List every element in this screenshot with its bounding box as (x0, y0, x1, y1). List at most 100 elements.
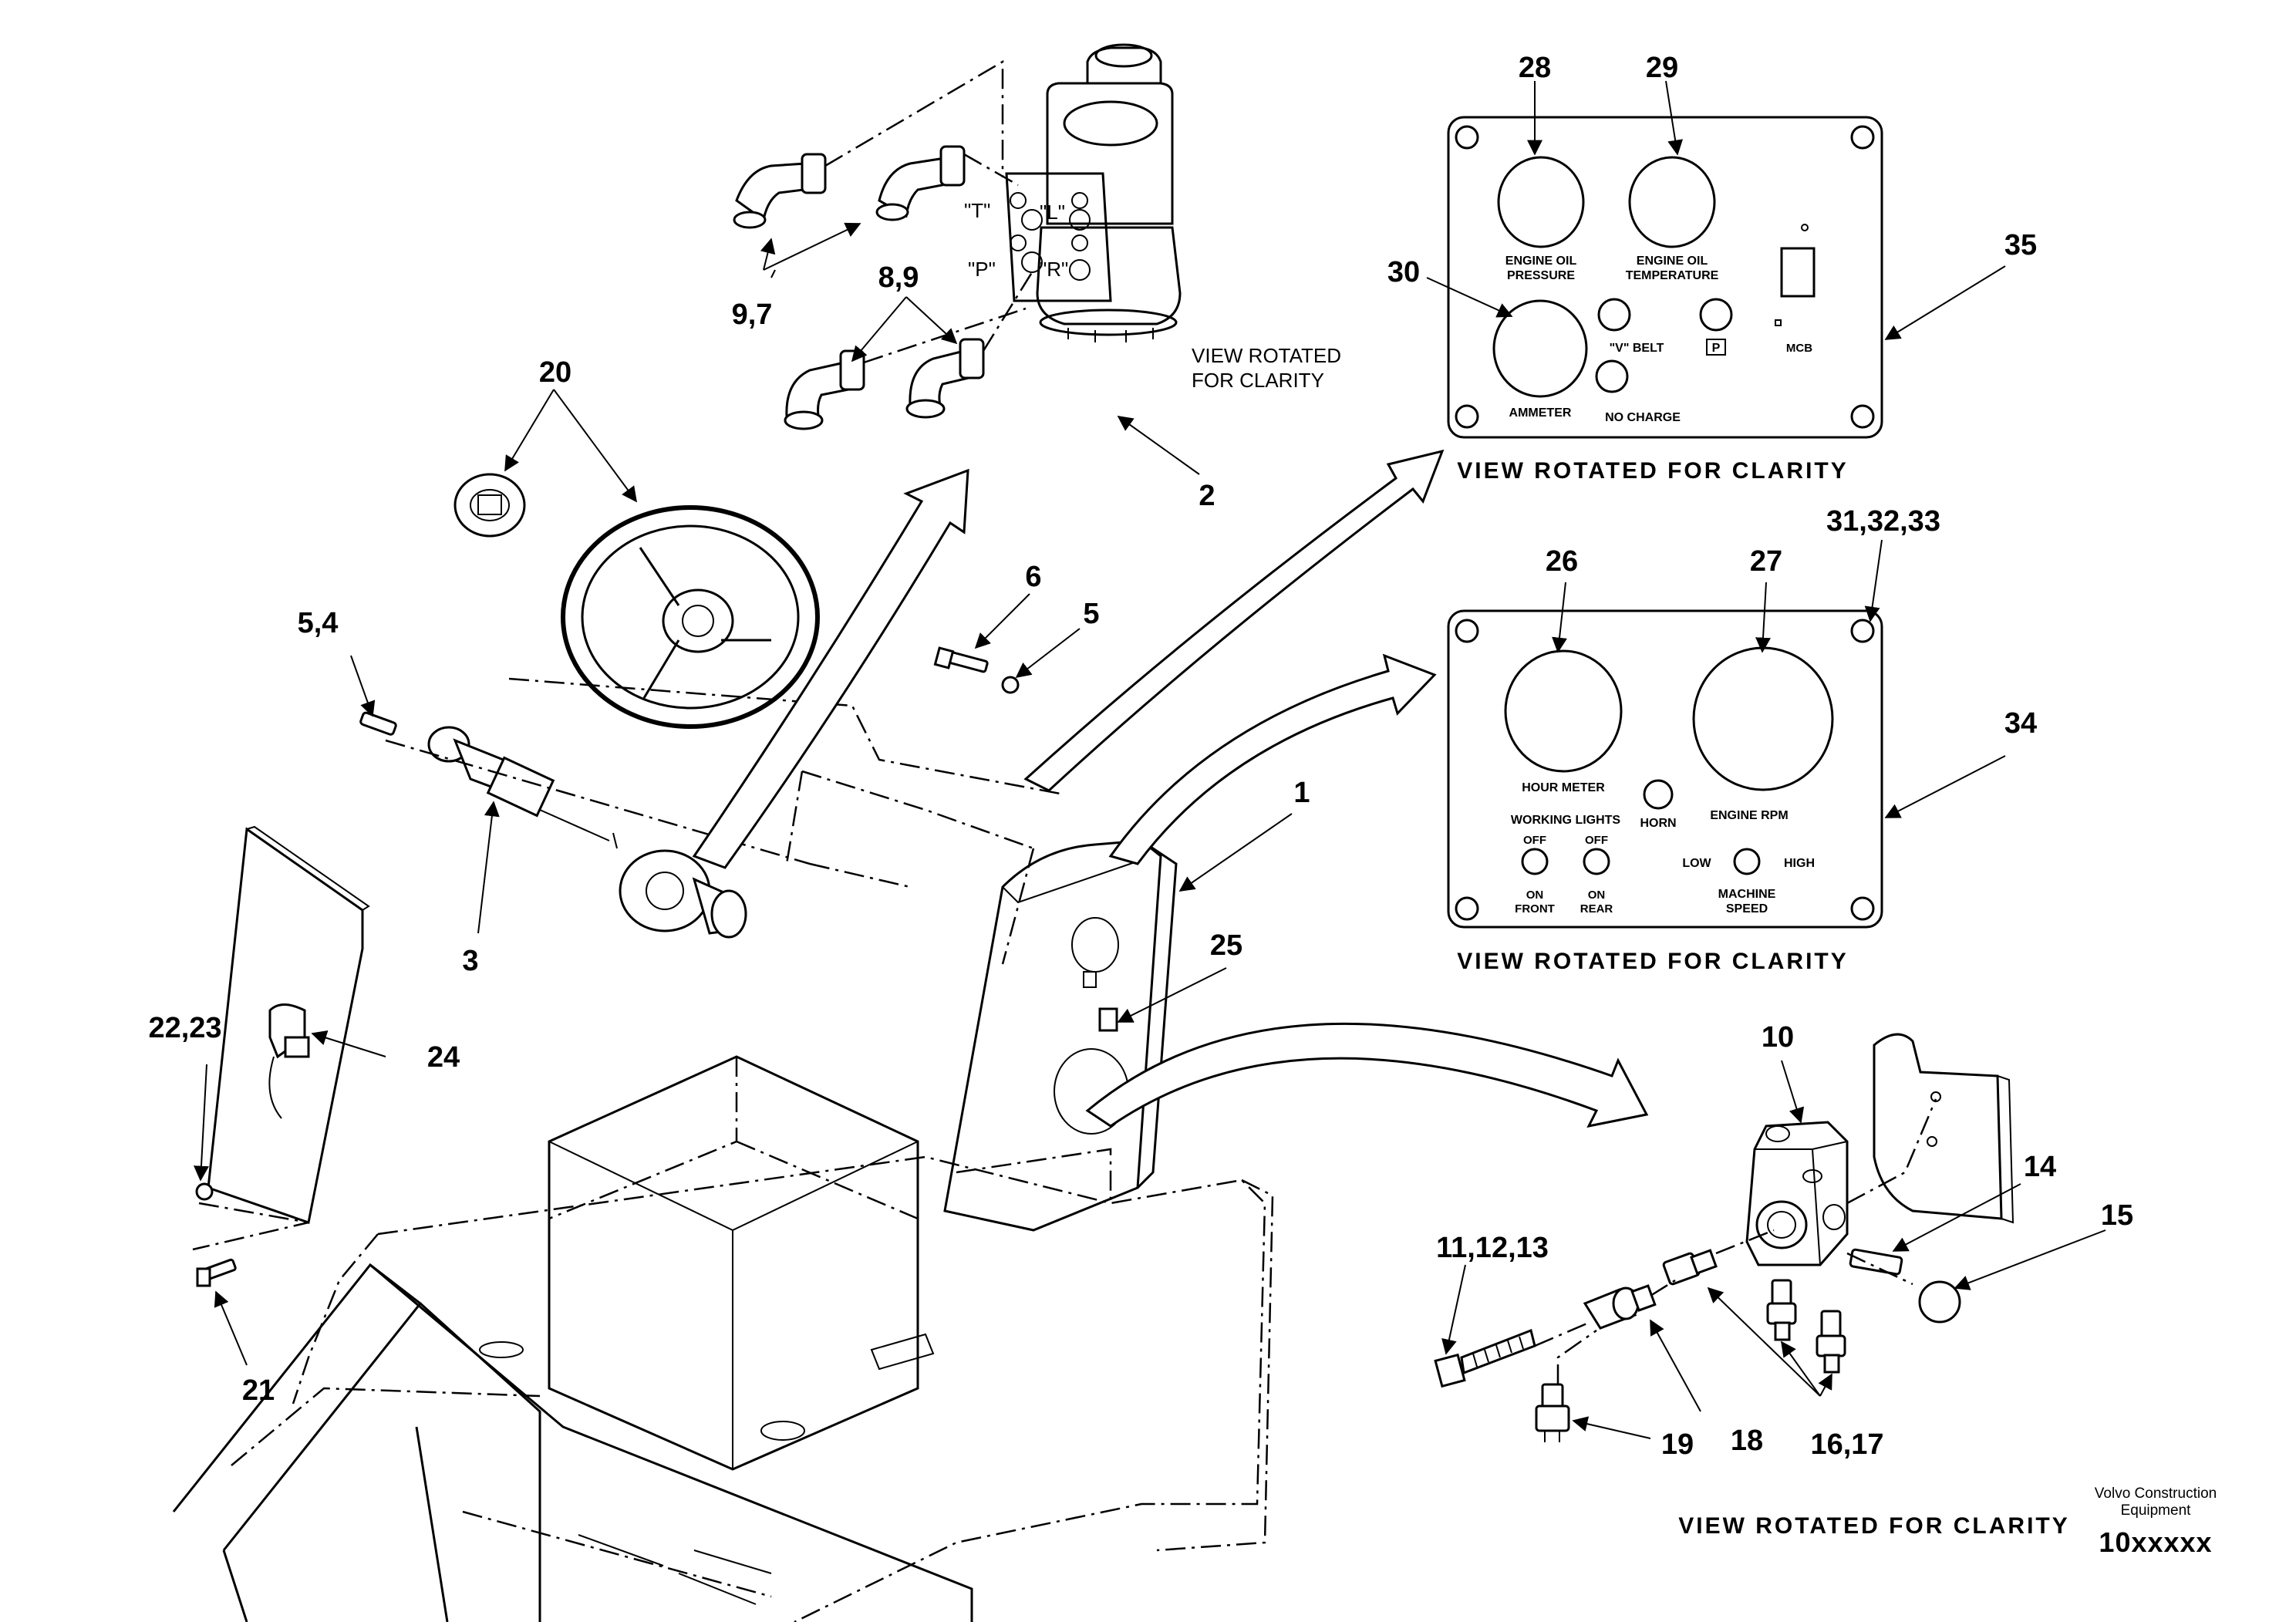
park-indicator (1699, 298, 1733, 332)
callout-11-12-13: 11,12,13 (1436, 1232, 1549, 1264)
tee-fitting-18 (1583, 1284, 1657, 1330)
port-label-p: "P" (968, 258, 996, 281)
console-pedestal (943, 839, 1178, 1232)
panel-top-caption: VIEW ROTATED FOR CLARITY (1457, 458, 1849, 484)
side-plate (195, 825, 370, 1224)
leader-lines (193, 80, 2106, 1439)
v-belt-indicator (1597, 298, 1631, 332)
fitting-16-17-b (1766, 1279, 1797, 1341)
callout-2: 2 (1199, 480, 1215, 512)
view-note-line2: FOR CLARITY (1192, 369, 1324, 392)
instrument-panel-top (1447, 116, 1883, 439)
gauge-label-engine-oil: ENGINE OIL (1505, 255, 1577, 268)
callout-19: 19 (1661, 1428, 1694, 1461)
callout-9-7: 9,7 (732, 298, 773, 331)
no-charge-indicator (1595, 359, 1629, 393)
ammeter-gauge (1492, 299, 1588, 398)
label-machine: MACHINE (1718, 888, 1776, 901)
bolt-5-4 (359, 711, 397, 736)
brand-name-line1: Volvo Construction (2095, 1485, 2217, 1502)
switch-label-mcb: MCB (1786, 342, 1812, 355)
port-label-t: "T" (964, 199, 990, 222)
instrument-panel-bottom (1447, 609, 1883, 929)
gauge-label-engine-rpm: ENGINE RPM (1710, 809, 1788, 822)
label-on-front-2: FRONT (1515, 902, 1555, 916)
curved-arrow-to-top-panel (1023, 449, 1445, 792)
port-label-r: "R" (1040, 258, 1068, 281)
callout-21: 21 (242, 1374, 275, 1407)
callout-18: 18 (1731, 1425, 1763, 1457)
gauge-label-engine-oil-2: ENGINE OIL (1637, 255, 1708, 268)
view-note-line1: VIEW ROTATED (1192, 344, 1341, 367)
label-off-rear: OFF (1585, 834, 1608, 847)
indicator-label-v-belt: "V" BELT (1610, 342, 1664, 355)
callout-6: 6 (1025, 561, 1041, 593)
elbow-fitting-upper-right (875, 145, 966, 221)
callout-10: 10 (1762, 1021, 1794, 1054)
callout-27: 27 (1750, 545, 1782, 578)
callout-30: 30 (1387, 256, 1420, 288)
curved-arrow-to-bottom-panel (1108, 653, 1437, 865)
callout-35: 35 (2004, 229, 2037, 261)
gauge-label-hour-meter: HOUR METER (1522, 781, 1605, 794)
cap-15 (1918, 1280, 1961, 1324)
gauge-label-pressure: PRESSURE (1507, 269, 1575, 282)
front-lights-switch (1521, 848, 1549, 875)
fitting-16-17-a (1662, 1249, 1718, 1286)
bolt-11-12-13 (1434, 1328, 1536, 1388)
callout-26: 26 (1546, 545, 1578, 578)
elbow-fitting-upper-left (733, 153, 827, 229)
switch-19 (1535, 1383, 1570, 1442)
callout-24: 24 (427, 1041, 460, 1074)
battery-box (548, 1055, 919, 1471)
callout-34: 34 (2004, 707, 2037, 740)
machine-speed-switch (1733, 848, 1761, 875)
curved-arrow-to-valve-block (1085, 1022, 1649, 1128)
port-label-l: "L" (1040, 201, 1065, 224)
label-speed: SPEED (1726, 902, 1768, 916)
machine-frame (172, 1155, 1274, 1622)
valve-caption: VIEW ROTATED FOR CLARITY (1678, 1513, 2070, 1539)
engine-oil-temperature-gauge (1628, 156, 1716, 248)
callout-5-4: 5,4 (298, 607, 339, 639)
steering-unit-column (427, 726, 747, 939)
engine-rpm-gauge (1692, 646, 1834, 791)
label-off-front: OFF (1523, 834, 1546, 847)
callout-25: 25 (1210, 929, 1242, 962)
callout-22-23: 22,23 (148, 1012, 221, 1044)
label-low: LOW (1682, 857, 1711, 870)
plug-14 (1849, 1248, 1903, 1276)
callout-31-32-33: 31,32,33 (1826, 505, 1940, 538)
indicator-label-no-charge: NO CHARGE (1605, 411, 1681, 424)
callout-16-17: 16,17 (1810, 1428, 1883, 1461)
label-on-rear-1: ON (1588, 889, 1606, 902)
callout-28: 28 (1519, 52, 1551, 84)
callout-29: 29 (1646, 52, 1678, 84)
brand-name-line2: Equipment (2121, 1502, 2192, 1519)
steering-valve-assembly (1005, 43, 1182, 342)
gauge-label-ammeter: AMMETER (1509, 406, 1572, 420)
callout-15: 15 (2101, 1199, 2133, 1232)
engine-oil-pressure-gauge (1497, 156, 1585, 248)
bolt-6 (933, 646, 989, 673)
callout-14: 14 (2024, 1151, 2056, 1183)
label-on-rear-2: REAR (1580, 902, 1613, 916)
callout-8-9: 8,9 (878, 261, 919, 294)
gauge-label-temperature: TEMPERATURE (1626, 269, 1719, 282)
document-id: 10xxxxx (2099, 1526, 2212, 1558)
label-high: HIGH (1784, 857, 1815, 870)
elbow-fitting-lower-right (905, 338, 985, 419)
rear-lights-switch (1583, 848, 1610, 875)
bracket-plate (1873, 1033, 2014, 1224)
label-working-lights: WORKING LIGHTS (1511, 814, 1621, 827)
washer-5 (1001, 676, 1020, 694)
steering-wheel (561, 505, 820, 729)
steering-wheel-cap (453, 473, 526, 538)
callout-5: 5 (1083, 598, 1099, 630)
callout-20: 20 (539, 356, 571, 389)
bolt-21 (196, 1258, 237, 1287)
mcb-switch (1780, 247, 1816, 298)
panel-bottom-caption: VIEW ROTATED FOR CLARITY (1457, 949, 1849, 974)
elbow-fitting-lower-left (784, 349, 865, 430)
